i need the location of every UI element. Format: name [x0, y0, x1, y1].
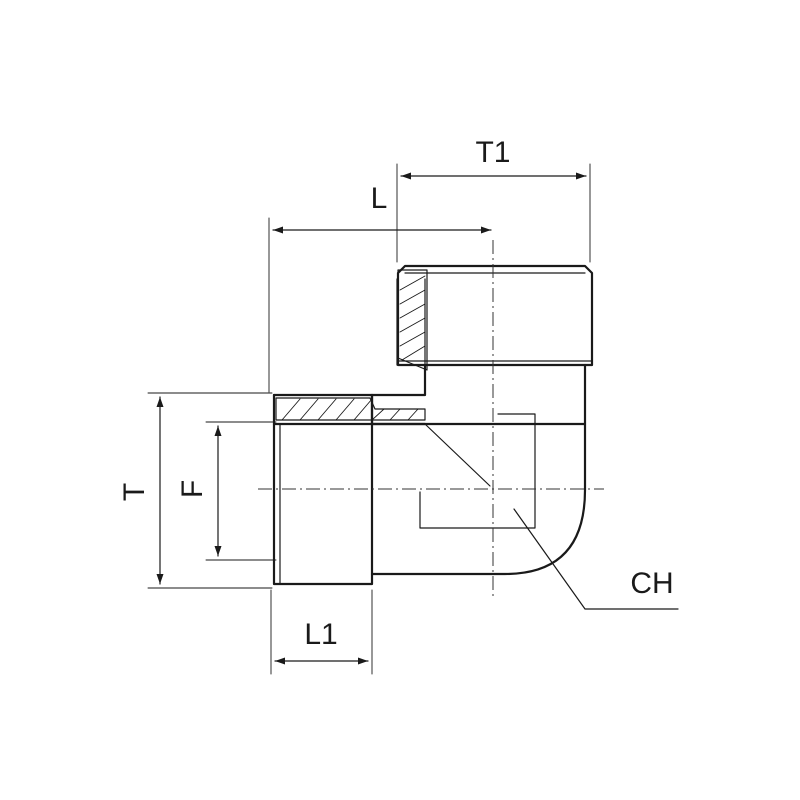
label-l: L	[371, 182, 388, 215]
label-ch: CH	[630, 567, 673, 600]
label-l1: L1	[304, 618, 337, 651]
label-t: T	[118, 483, 151, 501]
dimension-labels: T1 L T F L1 CH	[118, 136, 674, 651]
label-f: F	[176, 480, 209, 498]
section-hatch	[275, 269, 428, 421]
fitting-body	[272, 264, 594, 586]
dimension-lines	[156, 172, 679, 665]
ch-leader-line	[513, 508, 679, 610]
label-t1: T1	[475, 136, 510, 169]
extension-lines	[147, 163, 591, 675]
center-lines	[258, 240, 604, 598]
